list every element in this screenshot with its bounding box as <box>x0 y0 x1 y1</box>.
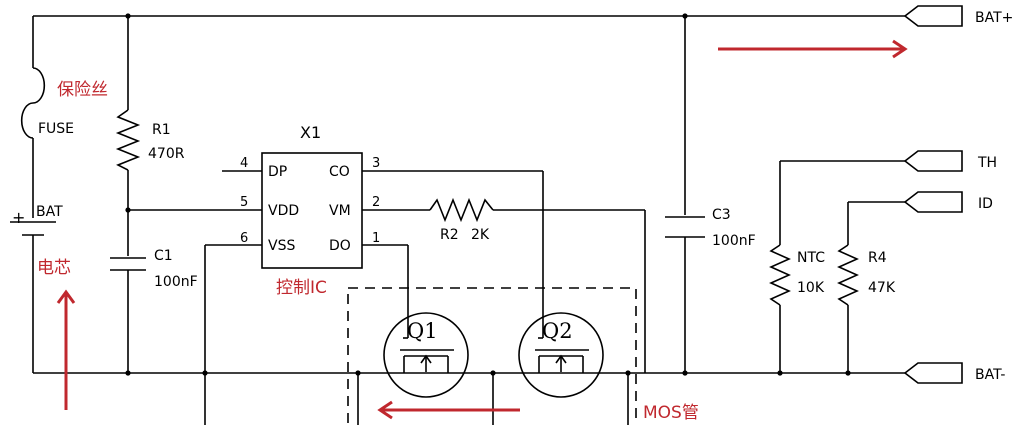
q2-mosfet <box>518 171 604 398</box>
junction-dot <box>125 13 131 19</box>
r2-value: 2K <box>471 227 490 243</box>
q2-label: Q2 <box>542 319 573 343</box>
ntc-thermistor <box>769 160 905 373</box>
r1-resistor <box>115 16 141 256</box>
junction-dot <box>125 207 131 213</box>
battery-cell-symbol <box>10 221 56 373</box>
pin-vss-label: VSS <box>268 238 295 254</box>
r1-name: R1 <box>152 122 171 138</box>
bat-plus-label: BAT+ <box>975 10 1013 26</box>
mos-block-outline <box>347 287 637 425</box>
c3-value: 100nF <box>712 233 756 249</box>
c1-value: 100nF <box>154 274 198 290</box>
fuse-symbol <box>20 16 46 218</box>
c1-name: C1 <box>154 248 173 264</box>
ntc-value: 10K <box>797 280 825 296</box>
r1-value: 470R <box>148 146 185 162</box>
junction-dot <box>845 370 851 376</box>
battery-label: BAT <box>36 204 63 220</box>
r4-resistor <box>837 201 905 373</box>
junction-dot <box>682 13 688 19</box>
bat-plus-terminal <box>903 5 963 27</box>
mos-cn-label: MOS管 <box>643 403 699 423</box>
junction-dot <box>777 370 783 376</box>
id-label: ID <box>978 196 993 212</box>
ntc-name: NTC <box>797 250 825 266</box>
ic-cn-label: 控制IC <box>276 278 327 298</box>
c1-capacitor <box>110 257 146 373</box>
q1-label: Q1 <box>407 319 438 343</box>
id-terminal <box>903 191 963 213</box>
pin-4-num: 4 <box>240 156 248 171</box>
junction-dot <box>682 370 688 376</box>
r2-name: R2 <box>440 227 459 243</box>
fuse-cn-label: 保险丝 <box>57 80 108 100</box>
pin-6-num: 6 <box>240 231 248 246</box>
junction-dot <box>202 370 208 376</box>
junction-dot <box>125 370 131 376</box>
junction-dot <box>625 370 631 376</box>
pin-vm-label: VM <box>329 203 351 219</box>
bat-minus-terminal <box>903 362 963 384</box>
ic-name: X1 <box>300 123 321 142</box>
c3-capacitor <box>665 16 705 373</box>
battery-cn-label: 电芯 <box>37 258 71 278</box>
left-arrow-icon <box>377 400 520 420</box>
pin-co-label: CO <box>329 164 350 180</box>
pin-3-num: 3 <box>372 156 380 171</box>
pin-vdd-label: VDD <box>268 203 299 219</box>
r2-resistor <box>429 197 646 373</box>
pin-2-num: 2 <box>372 195 380 210</box>
right-arrow-icon <box>718 39 908 59</box>
pin-do-label: DO <box>329 238 351 254</box>
pin-dp-label: DP <box>268 164 287 180</box>
junction-dot <box>355 370 361 376</box>
r4-value: 47K <box>868 280 896 296</box>
bat-minus-label: BAT- <box>975 367 1005 383</box>
battery-plus-sign: + <box>12 208 25 227</box>
pin-1-num: 1 <box>372 231 380 246</box>
pin-5-num: 5 <box>240 195 248 210</box>
fuse-label: FUSE <box>38 121 74 137</box>
th-terminal <box>903 150 963 172</box>
th-label: TH <box>977 155 997 171</box>
up-arrow-icon <box>56 289 76 410</box>
q1-mosfet <box>383 245 469 398</box>
junction-dot <box>490 370 496 376</box>
r4-name: R4 <box>868 250 887 266</box>
c3-name: C3 <box>712 207 731 223</box>
